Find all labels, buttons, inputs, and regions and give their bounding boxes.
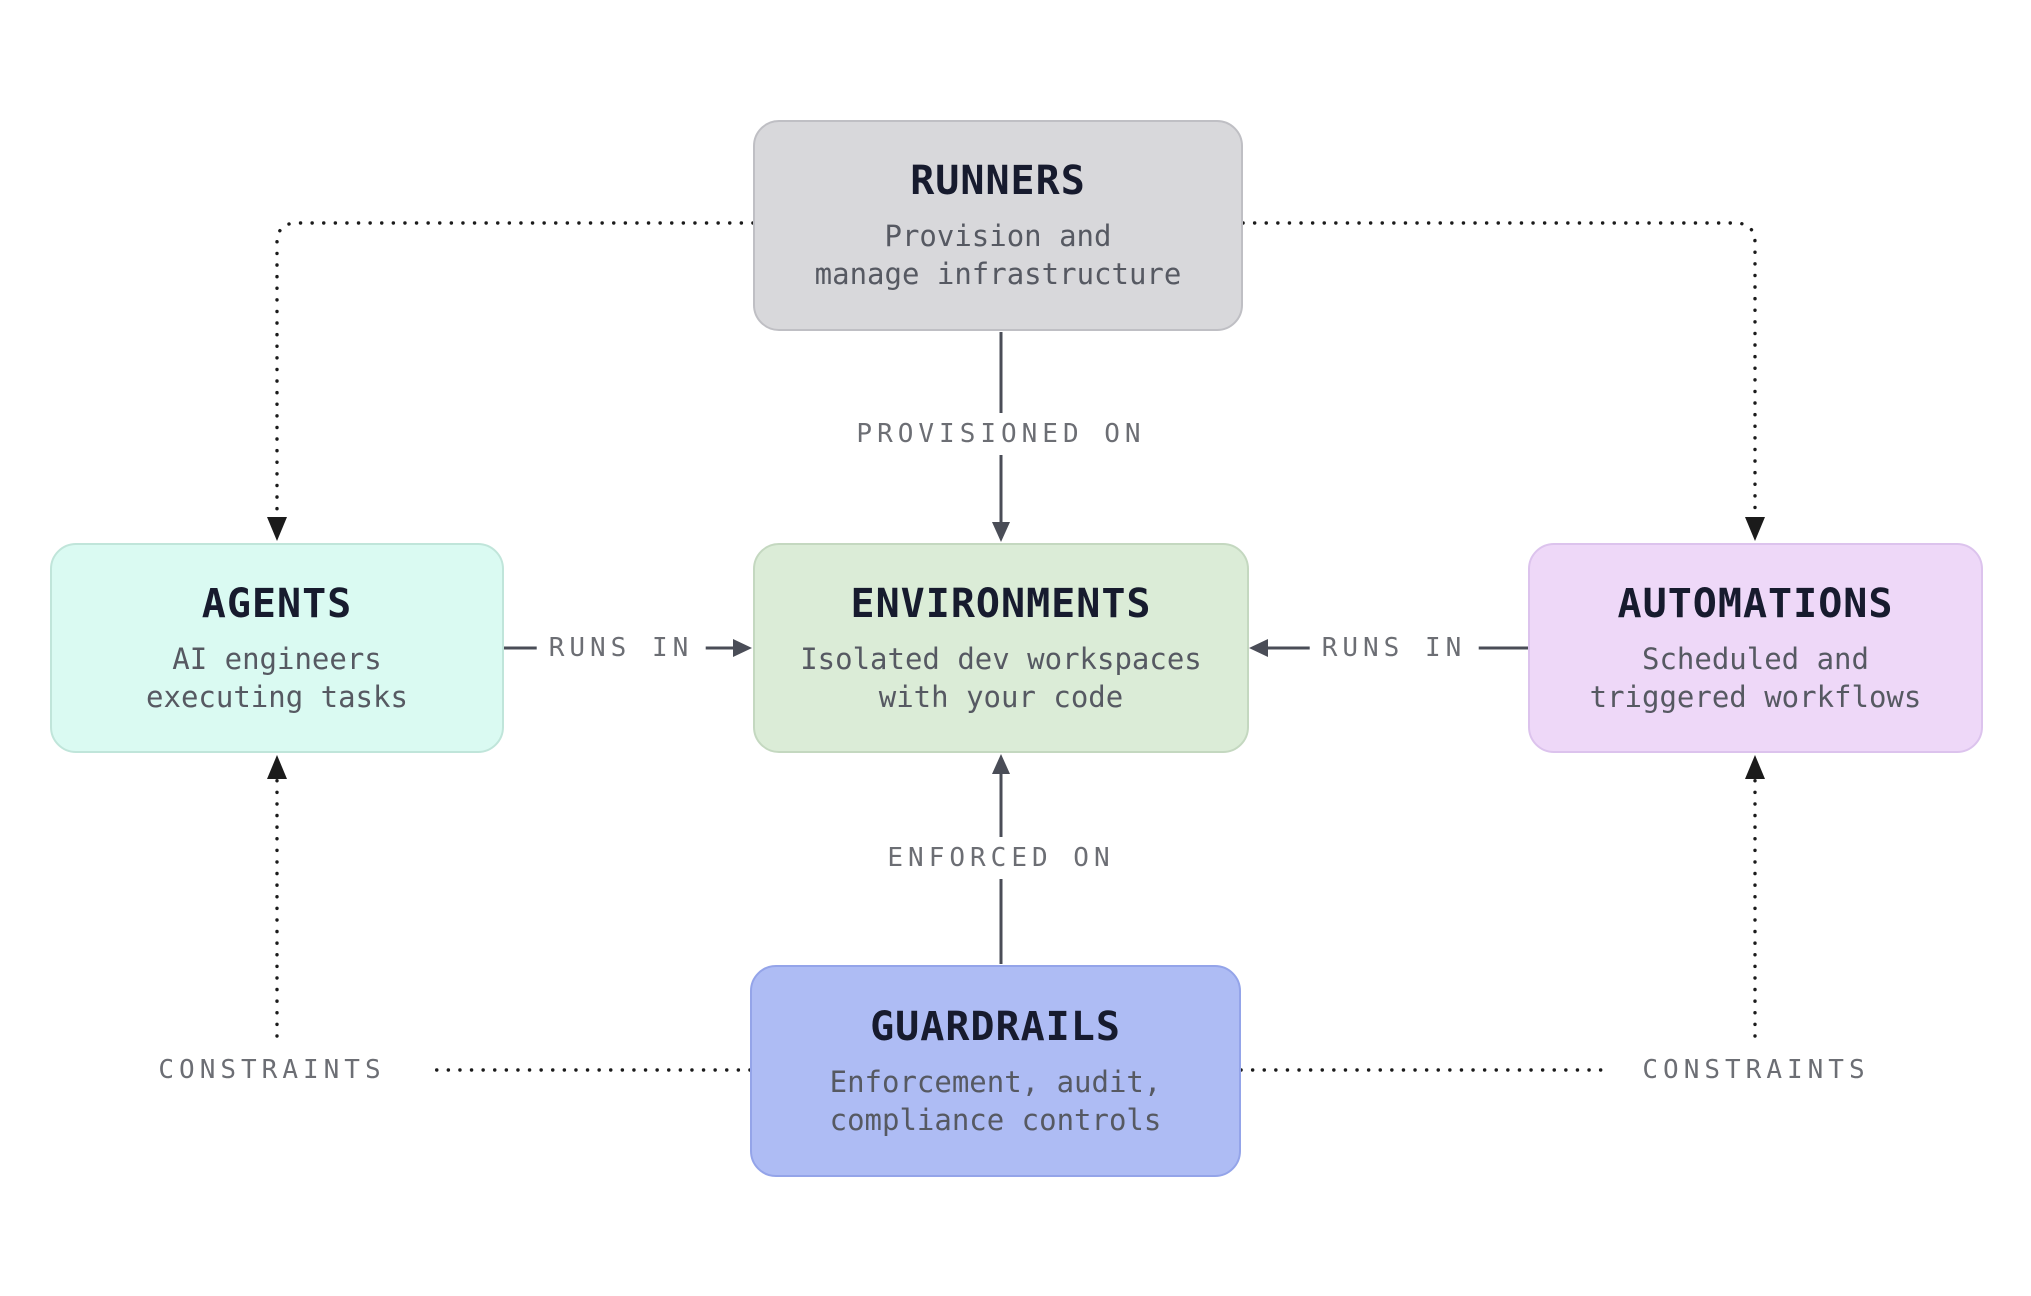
- edge-runners-automations-arrowhead: [1745, 517, 1765, 541]
- node-agents-subtitle: AI engineers executing tasks: [146, 641, 408, 714]
- node-agents-title: AGENTS: [201, 580, 353, 627]
- edge-label-provisioned-on: PROVISIONED ON: [844, 413, 1158, 455]
- node-environments-title: ENVIRONMENTS: [850, 580, 1152, 627]
- edge-guardrails-environments-arrowhead: [992, 754, 1010, 774]
- node-guardrails-title: GUARDRAILS: [870, 1003, 1121, 1050]
- edge-agents-environments-arrowhead: [733, 639, 752, 657]
- edge-label-constraints-right: CONSTRAINTS: [1630, 1049, 1882, 1091]
- edge-guardrails-automations-arrowhead: [1745, 755, 1765, 779]
- edge-label-constraints-left: CONSTRAINTS: [146, 1049, 398, 1091]
- edge-runners-environments-arrowhead: [992, 522, 1010, 542]
- node-automations-title: AUTOMATIONS: [1617, 580, 1894, 627]
- node-runners-title: RUNNERS: [910, 158, 1086, 205]
- edge-guardrails-agents-arrowhead: [267, 755, 287, 779]
- edge-runners-automations-line: [1241, 221, 1757, 518]
- edge-label-runs-in-left: RUNS IN: [536, 627, 706, 669]
- node-runners: RUNNERS Provision and manage infrastruct…: [753, 120, 1243, 331]
- node-automations-subtitle: Scheduled and triggered workflows: [1589, 641, 1922, 714]
- node-environments-subtitle: Isolated dev workspaces with your code: [800, 641, 1202, 714]
- node-runners-subtitle: Provision and manage infrastructure: [814, 219, 1182, 291]
- node-agents: AGENTS AI engineers executing tasks: [50, 543, 504, 753]
- node-environments: ENVIRONMENTS Isolated dev workspaces wit…: [753, 543, 1249, 753]
- edge-runners-agents-line: [275, 221, 755, 518]
- node-automations: AUTOMATIONS Scheduled and triggered work…: [1528, 543, 1983, 753]
- node-guardrails-subtitle: Enforcement, audit, compliance controls: [829, 1064, 1162, 1137]
- edge-label-runs-in-right: RUNS IN: [1309, 627, 1479, 669]
- node-guardrails: GUARDRAILS Enforcement, audit, complianc…: [750, 965, 1241, 1177]
- edge-automations-environments-arrowhead: [1249, 639, 1268, 657]
- edge-label-enforced-on: ENFORCED ON: [875, 837, 1127, 879]
- edge-runners-agents-arrowhead: [267, 517, 287, 541]
